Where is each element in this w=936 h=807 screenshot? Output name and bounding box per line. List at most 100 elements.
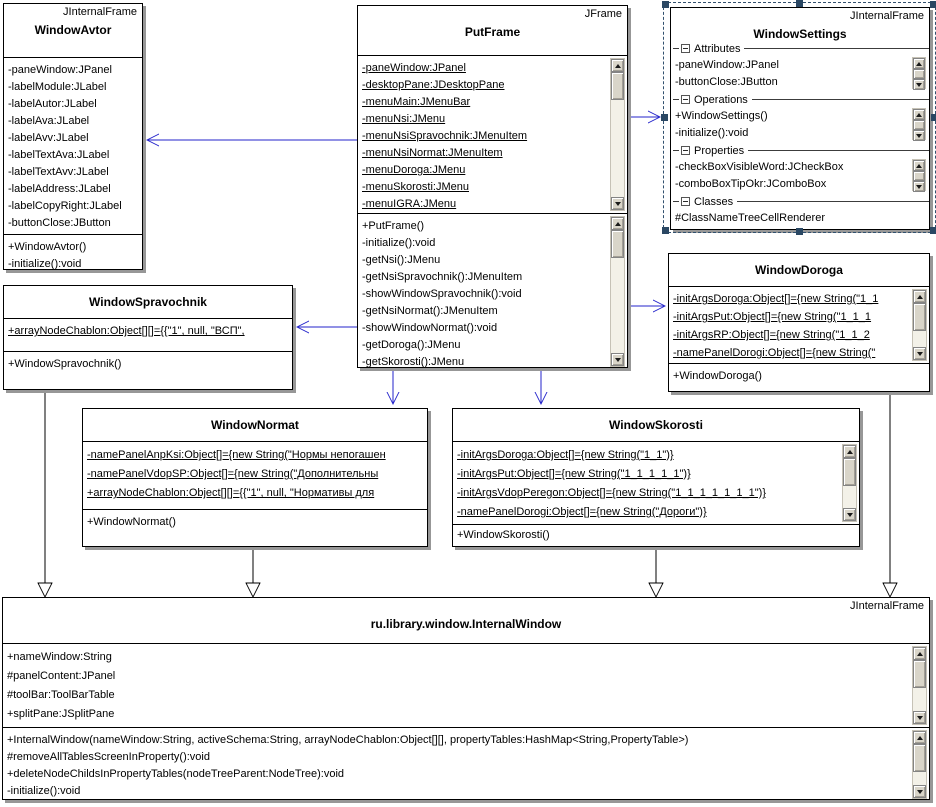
scrollbar[interactable] xyxy=(912,159,926,192)
attribute-row[interactable]: -labelTextAva:JLabel xyxy=(8,149,110,161)
operation-row[interactable]: -initialize():void xyxy=(7,785,81,797)
class-name[interactable]: WindowSpravochnik xyxy=(89,295,207,309)
attribute-row[interactable]: -initArgsDoroga:Object[]={new String("1_… xyxy=(673,293,879,305)
group-header-classes[interactable]: Classes xyxy=(671,194,929,209)
scrollbar-thumb[interactable] xyxy=(843,458,856,486)
class-windowsettings[interactable]: JInternalFrame WindowSettings Attributes… xyxy=(670,7,930,230)
attribute-row[interactable]: -menuNsiSpravochnik:JMenuItem xyxy=(362,130,528,142)
attribute-row[interactable]: -labelModule:JLabel xyxy=(8,81,107,93)
operation-row[interactable]: #removeAllTablesScreenInProperty():void xyxy=(7,751,210,763)
attribute-row[interactable]: +nameWindow:String xyxy=(7,651,112,663)
class-name[interactable]: WindowSkorosti xyxy=(609,418,703,432)
class-name[interactable]: PutFrame xyxy=(464,25,521,39)
class-name[interactable]: ru.library.window.InternalWindow xyxy=(370,617,562,631)
dependency-arrow-putframe-windownormat[interactable] xyxy=(386,371,400,406)
class-internalwindow[interactable]: JInternalFrame ru.library.window.Interna… xyxy=(2,597,930,800)
attribute-row[interactable]: -buttonClose:JButton xyxy=(675,76,778,88)
scrollbar-thumb[interactable] xyxy=(913,660,926,688)
class-row[interactable]: #ClassNameTreeCellRenderer xyxy=(675,212,825,224)
attribute-row[interactable]: -labelAutor:JLabel xyxy=(8,98,97,110)
operation-row[interactable]: +WindowSpravochnik() xyxy=(8,358,122,370)
attribute-row[interactable]: -desktopPane:JDesktopPane xyxy=(362,79,505,91)
operation-row[interactable]: +WindowDoroga() xyxy=(673,370,762,382)
scrollbar-down-button[interactable] xyxy=(913,79,925,90)
scrollbar-thumb[interactable] xyxy=(913,171,925,181)
attribute-row[interactable]: -labelTextAvv:JLabel xyxy=(8,166,109,178)
class-name[interactable]: WindowAvtor xyxy=(34,23,112,37)
operation-row[interactable]: +WindowSettings() xyxy=(675,110,768,122)
scrollbar-down-button[interactable] xyxy=(913,347,926,360)
attribute-row[interactable]: +splitPane:JSplitPane xyxy=(7,708,115,720)
operation-row[interactable]: -initialize():void xyxy=(675,127,749,139)
scrollbar-down-button[interactable] xyxy=(913,130,925,141)
class-windowspravochnik[interactable]: WindowSpravochnik +arrayNodeChablon:Obje… xyxy=(3,285,293,390)
attribute-row[interactable]: -initArgsDoroga:Object[]={new String("1_… xyxy=(457,449,674,461)
attribute-row[interactable]: -menuIGRA:JMenu xyxy=(362,198,457,210)
class-windowskorosti[interactable]: WindowSkorosti -initArgsDoroga:Object[]=… xyxy=(452,408,860,547)
attribute-row[interactable]: #panelContent:JPanel xyxy=(7,670,116,682)
attribute-row[interactable]: -paneWindow:JPanel xyxy=(362,62,466,74)
group-header-operations[interactable]: Operations xyxy=(671,92,929,107)
attribute-row[interactable]: -labelAddress:JLabel xyxy=(8,183,111,195)
scrollbar-thumb[interactable] xyxy=(913,744,926,772)
operation-row[interactable]: -getNsi():JMenu xyxy=(362,254,441,266)
scrollbar[interactable] xyxy=(912,730,927,799)
scrollbar-down-button[interactable] xyxy=(913,785,926,798)
scrollbar-down-button[interactable] xyxy=(611,353,624,366)
class-name[interactable]: WindowSettings xyxy=(753,27,847,41)
scrollbar-track[interactable] xyxy=(611,258,624,353)
generalization-arrow-windownormat-internalwindow[interactable] xyxy=(245,547,261,599)
attribute-row[interactable]: -labelAva:JLabel xyxy=(8,115,90,127)
scrollbar[interactable] xyxy=(912,108,926,141)
scrollbar-track[interactable] xyxy=(913,772,926,785)
generalization-arrow-windowspravochnik-internalwindow[interactable] xyxy=(37,390,53,599)
attribute-row[interactable]: -menuMain:JMenuBar xyxy=(362,96,471,108)
scrollbar-down-button[interactable] xyxy=(913,181,925,192)
scrollbar-up-button[interactable] xyxy=(913,58,925,69)
attribute-row[interactable]: -namePanelDorogi:Object[]={new String("Д… xyxy=(457,506,707,518)
operation-row[interactable]: -getDoroga():JMenu xyxy=(362,339,461,351)
scrollbar-thumb[interactable] xyxy=(611,230,624,258)
attribute-row[interactable]: +arrayNodeChablon:Object[][]={{"1", null… xyxy=(8,325,245,337)
attribute-row[interactable]: -menuSkorosti:JMenu xyxy=(362,181,469,193)
scrollbar[interactable] xyxy=(912,289,927,361)
scrollbar-up-button[interactable] xyxy=(611,217,624,230)
class-name[interactable]: WindowNormat xyxy=(211,418,299,432)
class-name[interactable]: WindowDoroga xyxy=(755,263,843,277)
operation-row[interactable]: -initialize():void xyxy=(8,258,82,270)
dependency-arrow-putframe-windowspravochnik[interactable] xyxy=(295,320,357,334)
generalization-arrow-windowskorosti-internalwindow[interactable] xyxy=(648,547,664,599)
scrollbar-up-button[interactable] xyxy=(913,731,926,744)
class-windownormat[interactable]: WindowNormat -namePanelAnpKsi:Object[]={… xyxy=(82,408,428,547)
attribute-row[interactable]: -menuNsi:JMenu xyxy=(362,113,446,125)
scrollbar-down-button[interactable] xyxy=(913,711,926,724)
group-header-attributes[interactable]: Attributes xyxy=(671,41,929,56)
attribute-row[interactable]: -labelAvv:JLabel xyxy=(8,132,89,144)
dependency-arrow-putframe-windowavtor[interactable] xyxy=(145,133,357,147)
dependency-arrow-putframe-windowskorosti[interactable] xyxy=(534,371,548,406)
operation-row[interactable]: -initialize():void xyxy=(362,237,436,249)
attribute-row[interactable]: -buttonClose:JButton xyxy=(8,217,111,229)
operation-row[interactable]: -getNsiNormat():JMenuItem xyxy=(362,305,498,317)
scrollbar-up-button[interactable] xyxy=(611,59,624,72)
attribute-row[interactable]: -menuNsiNormat:JMenuItem xyxy=(362,147,503,159)
class-windowdoroga[interactable]: WindowDoroga -initArgsDoroga:Object[]={n… xyxy=(668,253,930,392)
attribute-row[interactable]: -initArgsPut:Object[]={new String("1_1_1… xyxy=(457,468,691,480)
operation-row[interactable]: +WindowSkorosti() xyxy=(457,529,550,541)
scrollbar-thumb[interactable] xyxy=(913,303,926,331)
attribute-row[interactable]: -comboBoxTipOkr:JComboBox xyxy=(675,178,827,190)
attribute-row[interactable]: -initArgsPut:Object[]={new String("1_1_1 xyxy=(673,311,872,323)
attribute-row[interactable]: -labelCopyRight:JLabel xyxy=(8,200,122,212)
collapse-icon[interactable] xyxy=(681,95,690,104)
scrollbar[interactable] xyxy=(842,444,857,522)
attribute-row[interactable]: -namePanelDorogi:Object[]={new String(" xyxy=(673,347,876,359)
attribute-row[interactable]: -initArgsRP:Object[]={new String("1_1_2 xyxy=(673,329,870,341)
scrollbar-track[interactable] xyxy=(843,486,856,508)
scrollbar-thumb[interactable] xyxy=(913,120,925,130)
scrollbar-thumb[interactable] xyxy=(913,69,925,79)
scrollbar-track[interactable] xyxy=(611,100,624,197)
scrollbar[interactable] xyxy=(912,646,927,725)
attribute-row[interactable]: -checkBoxVisibleWord:JCheckBox xyxy=(675,161,844,173)
scrollbar-thumb[interactable] xyxy=(611,72,624,100)
scrollbar-track[interactable] xyxy=(913,688,926,711)
